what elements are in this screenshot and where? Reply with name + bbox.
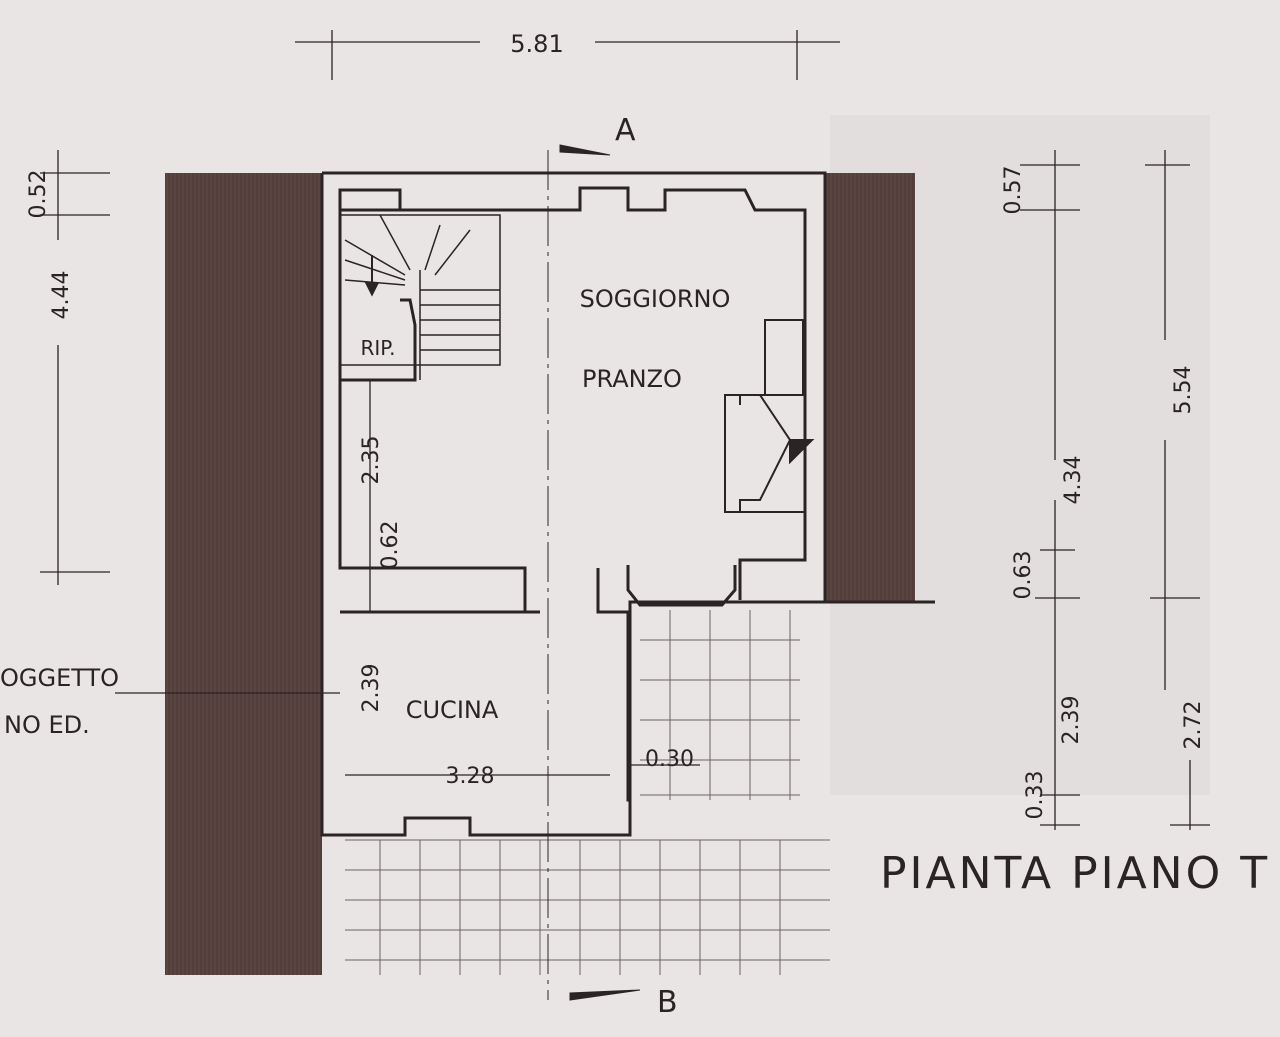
paving	[345, 610, 830, 975]
dim-right-a-mid: 0.63	[1011, 551, 1036, 600]
dim-right-a-bottom: 0.33	[1023, 771, 1048, 820]
section-mark-b: B	[657, 985, 678, 1020]
dim-right-a-main: 4.34	[1061, 456, 1086, 505]
plan-title: PIANTA PIANO T	[880, 848, 1270, 899]
room-label-cucina: CUCINA	[406, 696, 499, 724]
right-party-wall	[825, 173, 915, 601]
section-line	[547, 144, 641, 1001]
dimension-lines	[40, 30, 1210, 830]
dim-inner-2-35: 2.35	[359, 436, 384, 485]
dim-right-a-top: 0.57	[1001, 166, 1026, 215]
room-label-rip: RIP.	[360, 336, 395, 360]
fireplace	[724, 319, 815, 513]
side-note-line2: NO ED.	[4, 711, 90, 739]
side-note-line1: OGGETTO	[0, 664, 119, 692]
dim-top-width: 5.81	[510, 30, 563, 58]
room-label-pranzo: PRANZO	[582, 365, 682, 393]
room-label-soggiorno: SOGGIORNO	[580, 285, 731, 313]
dim-right-b-bottom: 2.72	[1181, 701, 1206, 750]
dim-wall-0-30: 0.30	[645, 747, 694, 772]
section-mark-a: A	[615, 113, 636, 148]
dim-kitchen-width: 3.28	[446, 764, 495, 789]
dim-kitchen-height: 2.39	[359, 664, 384, 713]
dim-left-main: 4.44	[49, 271, 74, 320]
dim-right-b-main: 5.54	[1171, 366, 1196, 415]
staircase	[339, 214, 501, 382]
building-walls	[320, 171, 935, 837]
dim-right-a-kitchen: 2.39	[1059, 696, 1084, 745]
dim-left-top: 0.52	[26, 170, 51, 219]
left-party-wall	[165, 173, 322, 975]
dim-inner-0-62: 0.62	[378, 521, 403, 570]
